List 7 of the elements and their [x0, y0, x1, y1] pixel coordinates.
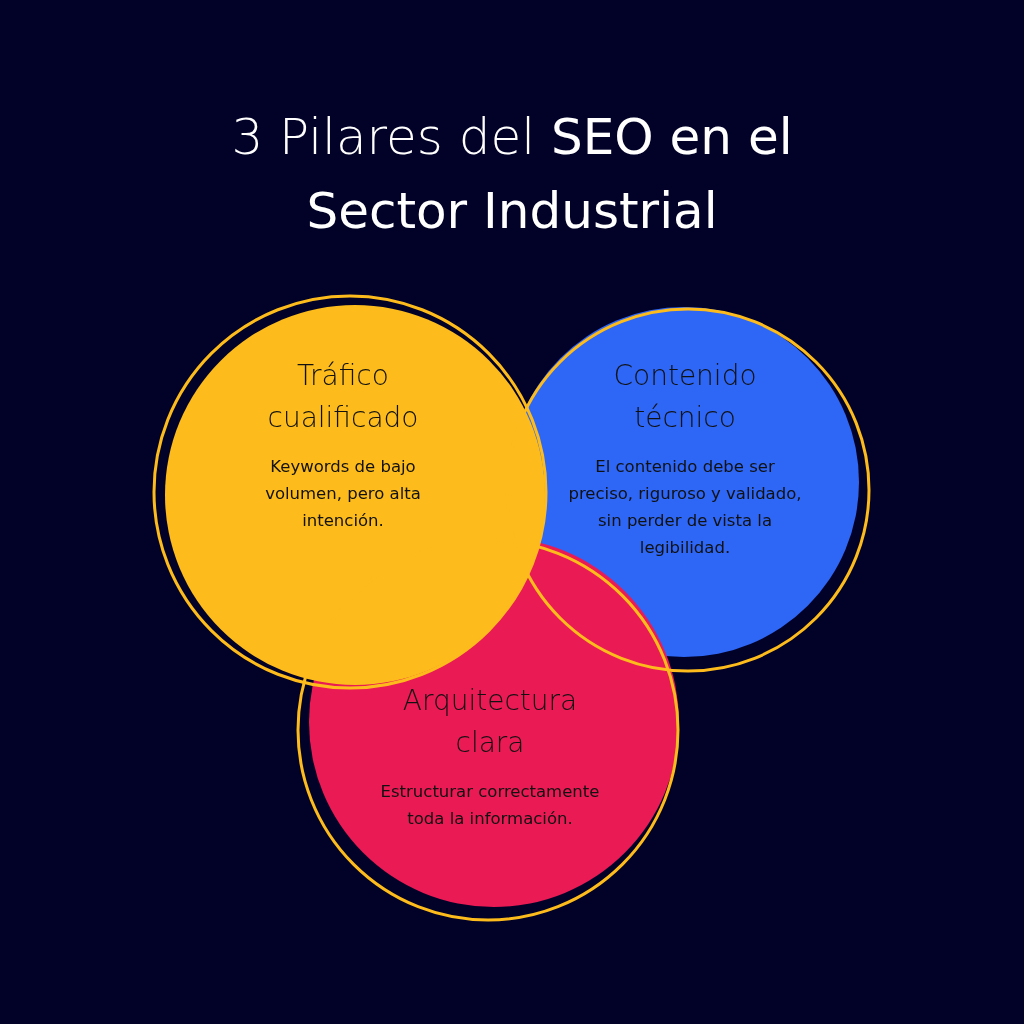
title: 3 Pilares del SEO en el Sector Industrial	[230, 107, 794, 242]
circle-description: Keywords de bajo volumen, pero alta intención.	[264, 456, 422, 532]
circle-heading: Tráfico cualificado	[266, 358, 420, 436]
circle-description: El contenido debe ser preciso, riguroso y validado, sin perder de vista la legibilidad.	[567, 456, 803, 559]
circle-description: Estructurar correctamente toda la información.	[379, 781, 601, 830]
circle-heading: Arquitectura clara	[401, 683, 579, 761]
circle-heading: Contenido técnico	[612, 358, 758, 436]
